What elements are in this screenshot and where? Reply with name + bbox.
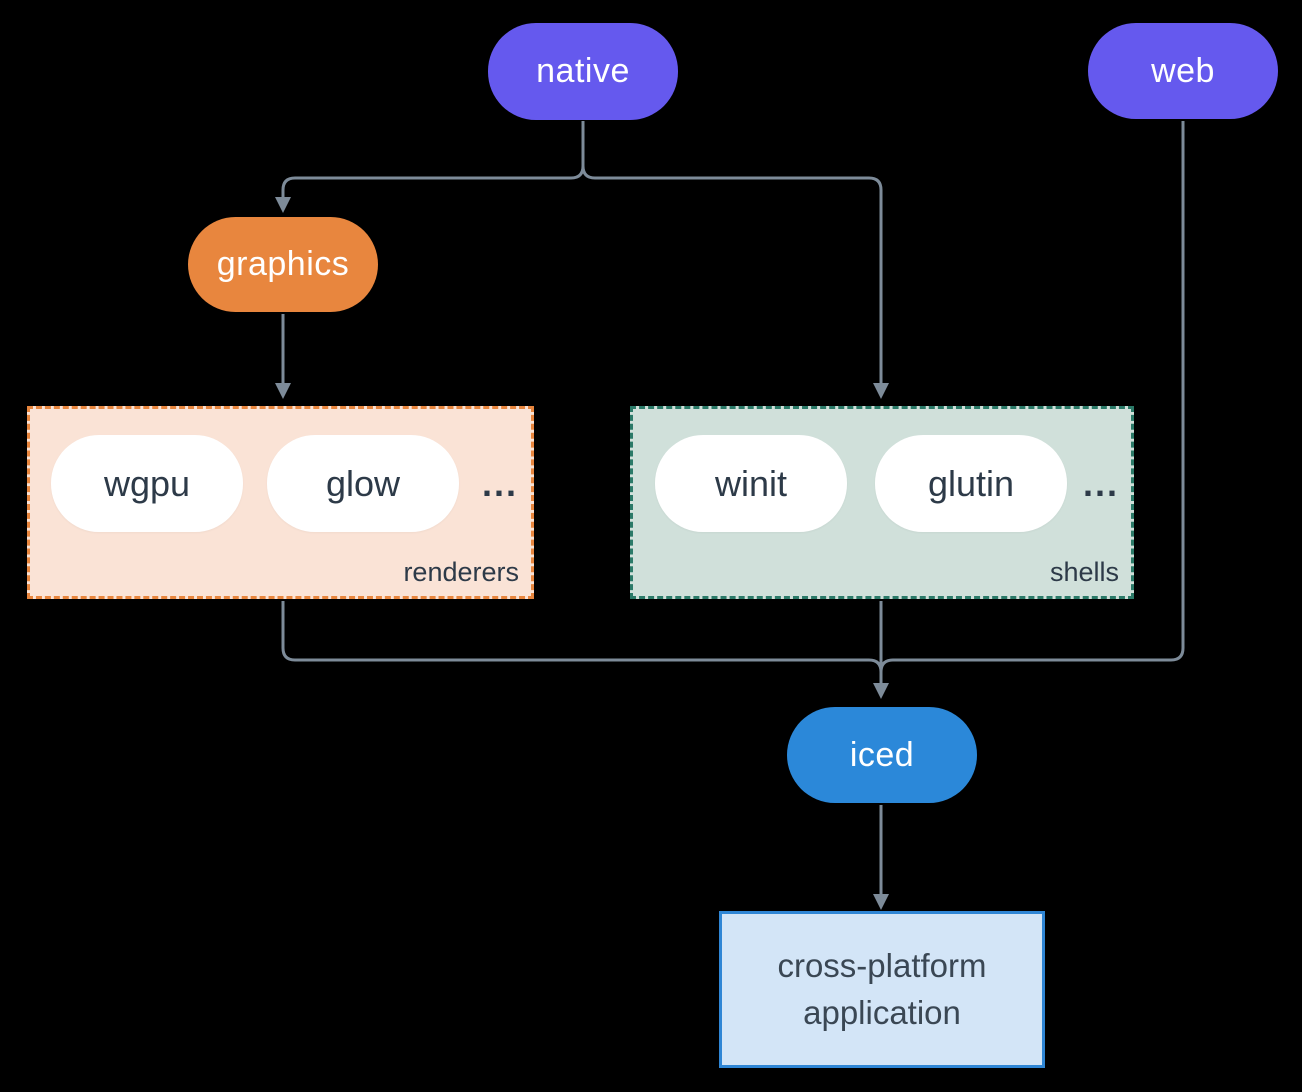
arrowhead-graphics (275, 197, 291, 213)
app-label-line1: cross-platform (777, 946, 987, 984)
shells-group-label: shells (1049, 557, 1119, 587)
edge-native-graphics (281, 121, 585, 199)
chip-glutin: glutin (875, 435, 1067, 532)
chip-winit: winit (655, 435, 847, 532)
shells-ellipsis: ... (1082, 462, 1119, 504)
node-iced: iced (787, 707, 977, 803)
chip-glow-label: glow (325, 462, 401, 504)
node-web-label: web (1151, 51, 1215, 90)
chip-glutin-label: glutin (927, 462, 1015, 504)
chip-wgpu-label: wgpu (103, 462, 191, 504)
chip-winit-label: winit (714, 462, 788, 504)
app-label-line2: application (803, 993, 961, 1031)
arrowhead-app (873, 894, 889, 910)
app-box: cross-platform application (719, 911, 1045, 1068)
arrowhead-shells (873, 383, 889, 399)
arrowhead-renderers (275, 383, 291, 399)
node-graphics: graphics (188, 217, 378, 312)
edge-renderers-iced (281, 601, 883, 673)
group-renderers: wgpu glow ... renderers (27, 406, 534, 599)
edge-native-shells (581, 165, 883, 384)
node-native-label: native (536, 52, 630, 90)
renderers-ellipsis: ... (481, 462, 518, 504)
chip-glow: glow (267, 435, 459, 532)
group-shells: winit glutin ... shells (630, 406, 1134, 599)
node-graphics-label: graphics (216, 245, 350, 283)
node-iced-label: iced (849, 735, 915, 774)
chip-wgpu: wgpu (51, 435, 243, 532)
arrowhead-iced (873, 683, 889, 699)
node-web: web (1088, 23, 1278, 119)
renderers-group-label: renderers (403, 557, 519, 587)
node-native: native (488, 23, 678, 120)
